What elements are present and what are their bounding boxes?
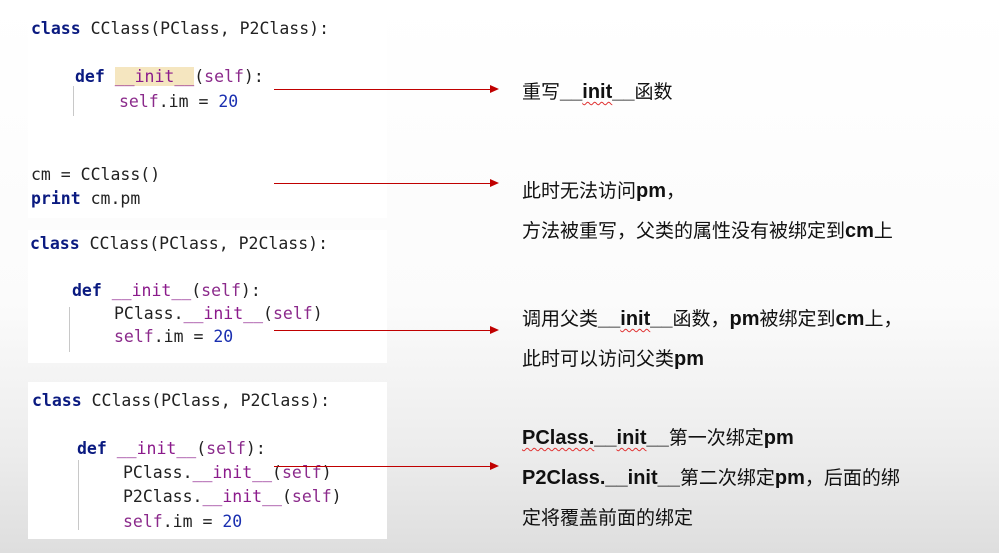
- arrow-line-1: [274, 89, 491, 90]
- arrow-head-2: [490, 179, 499, 187]
- note-override-binding: 定将覆盖前面的绑定: [522, 507, 694, 529]
- code-line: PClass.__init__(self): [123, 463, 332, 482]
- note-first-bind: PClass.__init__第一次绑定pm: [522, 427, 794, 449]
- keyword-class: class: [30, 234, 80, 253]
- arrow-head-3: [490, 326, 499, 334]
- keyword-def: def: [75, 67, 105, 86]
- indent-guide: [73, 86, 74, 116]
- code-panel-1: class CClass(PClass, P2Class): def __ini…: [28, 14, 387, 218]
- arrow-head-1: [490, 85, 499, 93]
- keyword-def: def: [72, 281, 102, 300]
- code-panel-3: class CClass(PClass, P2Class): def __ini…: [28, 382, 387, 539]
- code-line: def __init__(self):: [72, 281, 261, 300]
- code-line: self.im = 20: [123, 512, 243, 531]
- keyword-class: class: [31, 19, 81, 38]
- note-not-bound: 方法被重写，父类的属性没有被绑定到cm上: [522, 220, 893, 242]
- code-line: def __init__(self):: [75, 67, 264, 86]
- code-line: self.im = 20: [114, 327, 234, 346]
- init-method-name: __init__: [114, 67, 195, 86]
- arrow-head-4: [490, 462, 499, 470]
- code-line: P2Class.__init__(self): [123, 487, 342, 506]
- arrow-line-3: [274, 330, 491, 331]
- note-can-access-pm: 此时可以访问父类pm: [522, 348, 705, 370]
- keyword-print: print: [31, 189, 81, 208]
- code-panel-2: class CClass(PClass, P2Class): def __ini…: [28, 230, 387, 363]
- code-line: cm = CClass(): [31, 165, 161, 184]
- note-override-init: 重写__init__函数: [522, 81, 673, 103]
- indent-guide: [78, 460, 79, 530]
- code-line: def __init__(self):: [77, 439, 266, 458]
- keyword-def: def: [77, 439, 107, 458]
- code-line: class CClass(PClass, P2Class):: [32, 391, 331, 410]
- arrow-line-2: [274, 183, 491, 184]
- note-call-parent-init: 调用父类__init__函数，pm被绑定到cm上，: [522, 308, 903, 330]
- keyword-class: class: [32, 391, 82, 410]
- indent-guide: [69, 307, 70, 352]
- note-cannot-access-pm: 此时无法访问pm，: [522, 180, 686, 202]
- code-line: print cm.pm: [31, 189, 141, 208]
- code-line: class CClass(PClass, P2Class):: [30, 234, 329, 253]
- code-line: class CClass(PClass, P2Class):: [31, 19, 330, 38]
- note-second-bind: P2Class.__init__第二次绑定pm，后面的绑: [522, 467, 900, 489]
- arrow-line-4: [274, 466, 491, 467]
- code-line: PClass.__init__(self): [114, 304, 323, 323]
- code-line: self.im = 20: [119, 92, 239, 111]
